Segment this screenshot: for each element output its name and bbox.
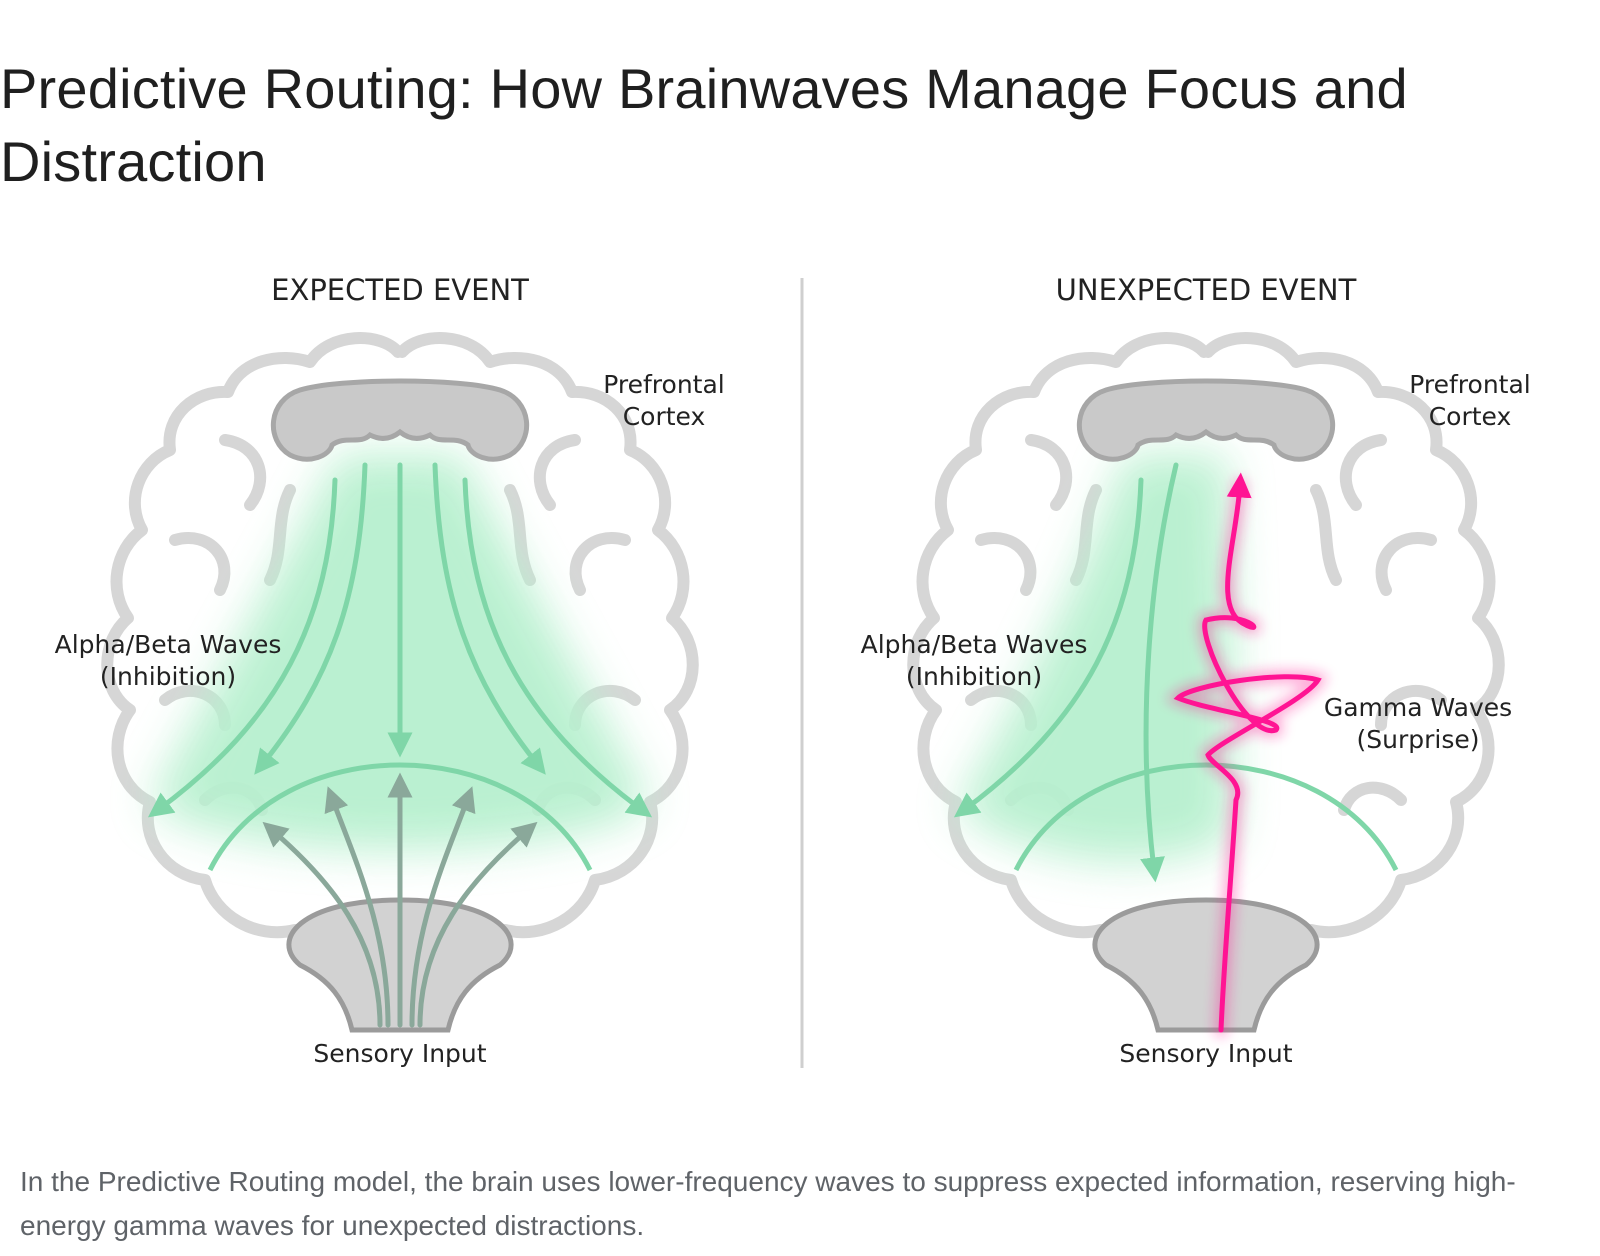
brain-outline-right <box>907 332 1505 972</box>
page-title: Predictive Routing: How Brainwaves Manag… <box>0 57 1408 193</box>
expected-event-panel: EXPECTED EVENT <box>55 273 725 1068</box>
figure-caption: In the Predictive Routing model, the bra… <box>20 1166 1516 1241</box>
label-waves-right-2: (Inhibition) <box>906 662 1042 691</box>
label-prefrontal-left-2: Cortex <box>623 402 706 431</box>
sensory-arrows-left <box>262 772 538 1028</box>
prefrontal-cortex-left <box>270 378 530 462</box>
cortex-arc-left <box>207 762 593 872</box>
label-gamma-right-2: (Surprise) <box>1357 725 1480 754</box>
unexpected-event-panel: UNEXPECTED EVENT <box>861 273 1531 1068</box>
label-prefrontal-left-1: Prefrontal <box>603 370 724 399</box>
expected-event-heading: EXPECTED EVENT <box>271 273 529 307</box>
label-waves-right-1: Alpha/Beta Waves <box>861 630 1088 659</box>
unexpected-event-heading: UNEXPECTED EVENT <box>1056 273 1357 307</box>
label-gamma-right-1: Gamma Waves <box>1324 693 1512 722</box>
label-prefrontal-right-1: Prefrontal <box>1409 370 1530 399</box>
label-sensory-left: Sensory Input <box>313 1039 486 1068</box>
label-waves-left-1: Alpha/Beta Waves <box>55 630 282 659</box>
sensory-thalamus-right <box>1092 897 1320 1033</box>
gamma-wave-right <box>1165 472 1329 1037</box>
label-waves-left-2: (Inhibition) <box>100 662 236 691</box>
cortex-arc-right <box>1013 762 1399 872</box>
alpha-beta-arrows-left <box>147 462 653 818</box>
label-sensory-right: Sensory Input <box>1119 1039 1292 1068</box>
label-prefrontal-right-2: Cortex <box>1429 402 1512 431</box>
prefrontal-cortex-right <box>1076 378 1336 462</box>
alpha-beta-arrows-right <box>953 462 1179 883</box>
predictive-routing-diagram: EXPECTED EVENT <box>0 240 1600 1120</box>
